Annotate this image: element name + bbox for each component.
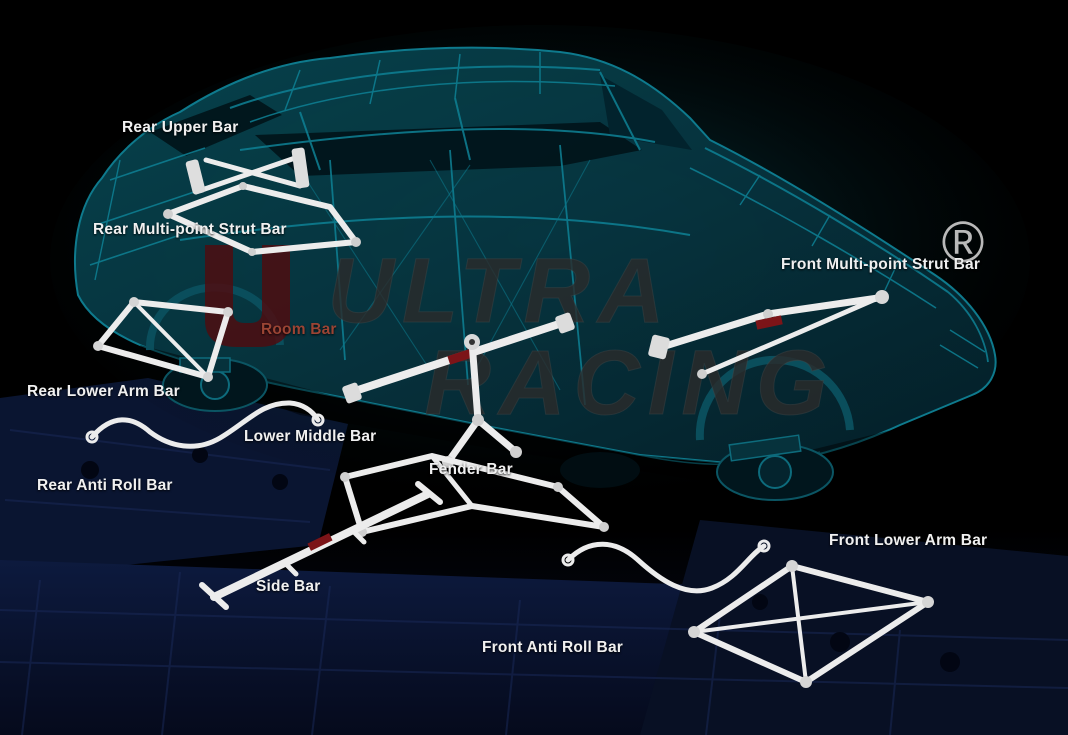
brand-sticker [447, 347, 476, 365]
fender-bar-part [442, 334, 522, 468]
watermark-line1: ULTRA [328, 240, 673, 342]
front-anti-roll-bar-part [561, 539, 771, 594]
brand-sticker [755, 315, 783, 330]
front-multipoint-strut-bar-part [648, 290, 889, 379]
car-chassis-illustration [50, 25, 1030, 501]
side-bar-part [199, 481, 443, 610]
front-lower-arm-bar-part [688, 560, 934, 688]
label-fender-bar: Fender Bar [429, 461, 513, 478]
rear-upper-bar-part [185, 147, 310, 195]
platform-structure [0, 378, 1068, 735]
room-bar-part [342, 312, 575, 404]
registered-trademark-icon: ® [942, 210, 985, 275]
label-side-bar: Side Bar [256, 578, 321, 595]
label-front-lower-arm-bar: Front Lower Arm Bar [829, 532, 988, 549]
label-rear-lower-arm-bar: Rear Lower Arm Bar [27, 383, 180, 400]
label-front-multipoint-strut-bar: Front Multi-point Strut Bar [781, 256, 981, 273]
rear-lower-arm-bar-part [93, 297, 233, 382]
brand-sticker [307, 533, 333, 551]
rear-anti-roll-bar-part [85, 400, 325, 449]
label-rear-upper-bar: Rear Upper Bar [122, 119, 239, 136]
rear-multipoint-strut-bar-part [163, 182, 361, 256]
strut-bar-parts [85, 147, 934, 688]
label-room-bar: Room Bar [261, 321, 337, 338]
label-lower-middle-bar: Lower Middle Bar [244, 428, 377, 445]
label-rear-anti-roll-bar: Rear Anti Roll Bar [37, 477, 173, 494]
label-front-anti-roll-bar: Front Anti Roll Bar [482, 639, 623, 656]
label-rear-multipoint-strut-bar: Rear Multi-point Strut Bar [93, 221, 287, 238]
